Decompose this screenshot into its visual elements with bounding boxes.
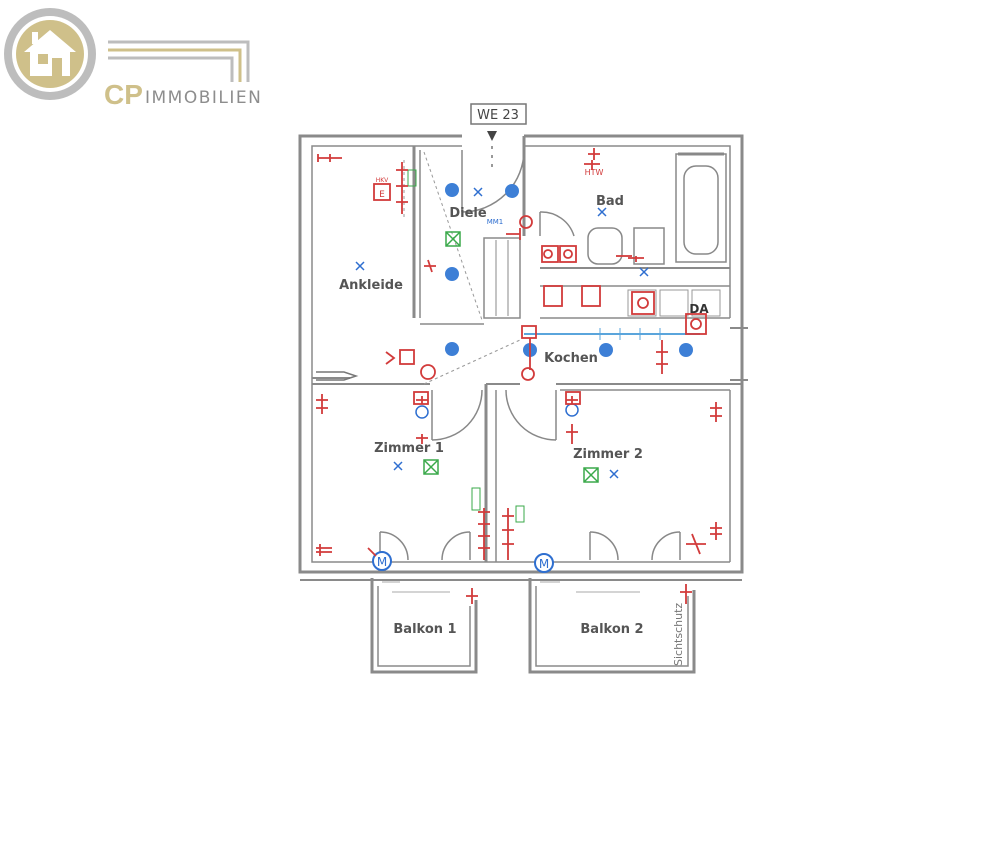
red-outlet-icon [521,367,535,381]
walls [298,134,748,574]
light-switches [355,187,649,479]
socket-icon [424,259,436,273]
switch-icon [639,267,649,277]
smoke-detector-icon [583,467,599,483]
hob-box [685,313,707,335]
bath-device-box [559,245,577,263]
switch-icon [355,261,365,271]
logo-wordmark: IMMOBILIEN [145,88,262,108]
kitchen-appliances [627,289,721,317]
room-label-ankleide: Ankleide [339,278,403,293]
meter-m: M [372,551,392,571]
wire [584,160,600,170]
smoke-detector-icon [423,459,439,475]
unit-label: WE 23 [477,108,519,123]
red-outlet-icon [637,297,649,309]
ceiling-light-icon [445,342,459,356]
svg-text:M: M [539,557,549,571]
htw-label: HTW [585,168,604,177]
socket-icon [710,402,722,422]
room-label-balkon-2: Balkon 2 [580,622,643,637]
ankleide-arrow [316,371,359,381]
doors [379,149,681,561]
ceiling-light-icon [505,184,519,198]
balcony-socket [680,584,692,604]
kitchen-device-box [543,285,563,307]
ceiling-light-icon [599,343,613,357]
e-label: E [379,190,385,200]
data-socket-icon [416,396,578,444]
socket-icon [710,522,722,540]
room-label-bad: Bad [596,194,624,209]
socket-icon [588,148,600,160]
switch-icon [597,207,607,217]
entrance-arrow-icon [487,131,497,141]
green-markings [407,169,525,523]
wire [506,228,521,240]
switch-icon [609,469,619,479]
electrical-symbols [316,148,722,604]
rt-box [521,325,537,339]
smoke-detectors [423,231,599,483]
dashed-lines [403,151,521,385]
red-outlet-icon [543,249,553,259]
sichtschutz-label: Sichtschutz [672,603,685,666]
meter-m: M [534,553,554,573]
socket-icon [317,154,342,162]
ceiling-light-icon [679,343,693,357]
balcony-notes [382,581,640,593]
electric-panel-box [373,183,391,201]
room-label-balkon-1: Balkon 1 [393,622,456,637]
socket-strip [396,162,514,560]
hkv-label: HKV [376,177,389,184]
ceiling-light-icon [445,183,459,197]
rt-box [413,391,429,405]
smoke-detector-icon [445,231,461,247]
switch-icon [393,461,403,471]
room-label-diele: Diele [449,206,487,221]
bathtub [675,152,727,263]
red-outlet-icon [519,215,533,229]
bath-device-box [541,245,559,263]
switch-icon [473,187,483,197]
kitchen-device-box [581,285,601,307]
junction-box [399,349,415,365]
toilet [587,227,665,265]
mm1-label: MM1 [487,218,504,226]
unit-label-box: WE 23 [470,103,527,172]
stove-box [631,291,655,315]
room-label-zimmer-2: Zimmer 2 [573,447,643,462]
room-label-kochen: Kochen [544,351,598,366]
red-outlet-icon [690,318,702,330]
balcony-socket [466,588,478,604]
thermostat-icon [415,403,579,419]
da-label: DA [689,302,709,316]
logo-brand: CP [104,79,143,110]
wire [628,256,644,262]
ceiling-light-icon [445,267,459,281]
kitchen-line-ticks [599,328,661,340]
room-label-zimmer-1: Zimmer 1 [374,441,444,456]
socket-icon [385,351,396,365]
logo-bars [108,40,250,82]
red-outlet-icon [420,364,436,380]
socket-strip [656,340,668,374]
company-logo: CP IMMOBILIEN [4,8,262,110]
rt-box [565,391,581,405]
socket-icon [316,544,332,556]
red-outlet-icon [563,249,573,259]
house-icon [24,30,76,76]
svg-text:M: M [377,555,387,569]
socket-icon [686,533,706,555]
socket-icon [316,394,328,414]
wire [367,547,377,557]
balconies [300,578,742,674]
